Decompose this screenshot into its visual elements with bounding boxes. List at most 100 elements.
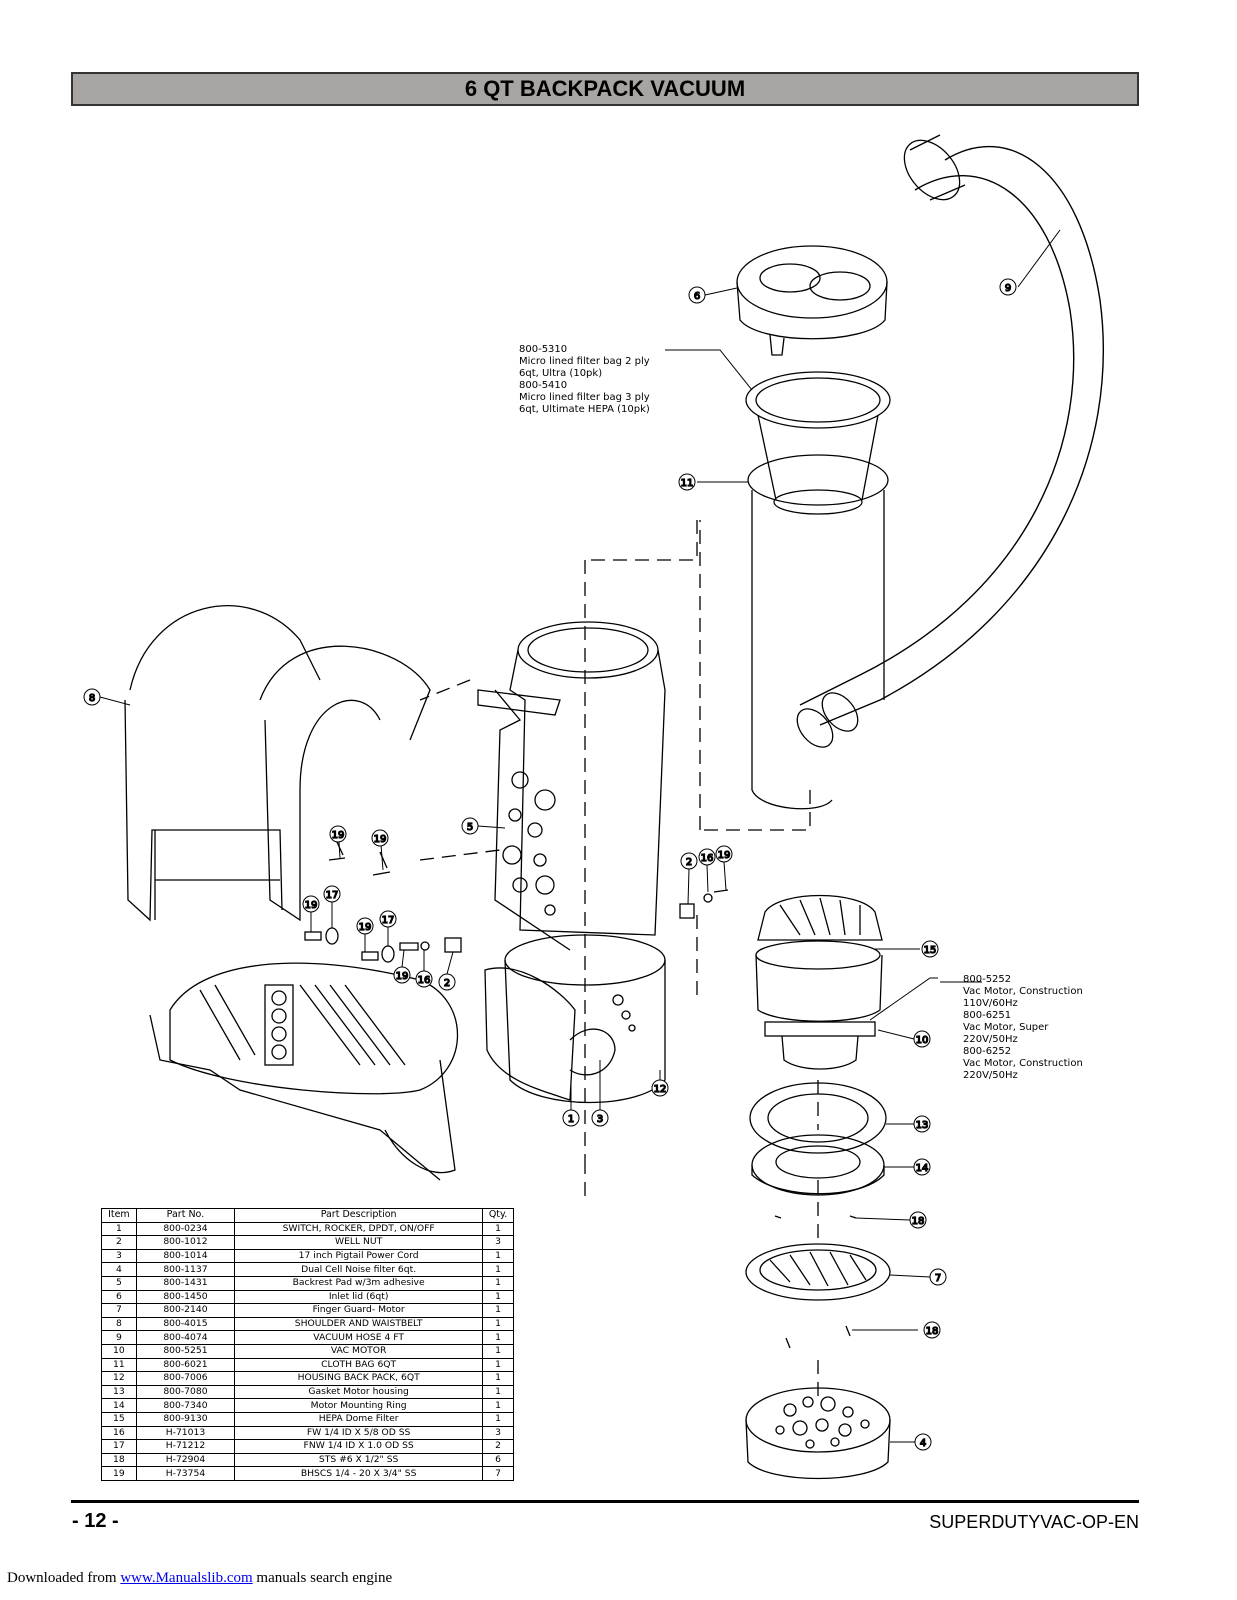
qty-cell: 3 (482, 1235, 514, 1250)
header-qty: Qty. (482, 1208, 514, 1223)
svg-text:10: 10 (916, 1035, 929, 1046)
svg-text:13: 13 (916, 1120, 929, 1131)
page-number: - 12 - (72, 1510, 119, 1532)
qty-cell: 1 (482, 1262, 514, 1277)
description-cell: Backrest Pad w/3m adhesive (234, 1275, 484, 1291)
part-no-cell: 800-1137 (135, 1262, 236, 1277)
callout-15: 15 (921, 940, 939, 958)
part-no-cell: 800-0234 (135, 1221, 236, 1237)
svg-text:16: 16 (701, 853, 714, 864)
part-no-cell: 800-4015 (135, 1316, 236, 1332)
qty-cell: 1 (482, 1221, 514, 1237)
filter-bag-drawing (745, 371, 891, 515)
finger-guard-drawing (745, 1243, 891, 1349)
description-cell: FW 1/4 ID X 5/8 OD SS (234, 1425, 484, 1441)
svg-text:9: 9 (1005, 283, 1011, 294)
svg-text:4: 4 (920, 1438, 926, 1449)
cloth-bag-drawing (747, 454, 889, 810)
svg-text:14: 14 (916, 1163, 929, 1174)
header-item: Item (101, 1208, 137, 1223)
callout-13: 13 (913, 1115, 931, 1133)
callout-14: 14 (913, 1158, 931, 1176)
svg-text:19: 19 (374, 834, 387, 845)
callout-17a: 17 (323, 885, 341, 903)
part-no-cell: 800-1450 (135, 1289, 236, 1305)
qty-cell: 1 (482, 1343, 514, 1359)
part-no-cell: H-73754 (135, 1466, 236, 1481)
part-no-cell: 800-4074 (135, 1330, 236, 1345)
callout-19a: 19 (329, 825, 347, 843)
callout-19d: 19 (356, 917, 374, 935)
description-cell: Gasket Motor housing (234, 1384, 484, 1400)
housing-drawing (477, 621, 666, 1104)
description-cell: HOUSING BACK PACK, 6QT (234, 1371, 484, 1386)
item-cell: 8 (101, 1316, 137, 1332)
part-no-cell: H-71013 (135, 1425, 236, 1441)
qty-cell: 1 (482, 1384, 514, 1400)
header-description: Part Description (234, 1208, 484, 1223)
motor-note: 800-5252 Vac Motor, Construction 110V/60… (963, 974, 1083, 1081)
exploded-parts-diagram: 6 9 11 8 5 19 19 19 17 19 17 19 16 2 2 1… (83, 134, 1104, 1480)
manualslib-link[interactable]: www.Manualslib.com (120, 1570, 253, 1586)
callout-1: 1 (562, 1109, 580, 1127)
qty-cell: 3 (482, 1425, 514, 1441)
qty-cell: 1 (482, 1357, 514, 1373)
item-cell: 16 (101, 1425, 137, 1441)
callout-markers: 6 9 11 8 5 19 19 19 17 19 17 19 16 2 2 1… (83, 278, 1017, 1451)
part-no-cell: 800-7080 (135, 1384, 236, 1400)
callout-6: 6 (688, 286, 706, 304)
item-cell: 3 (101, 1248, 137, 1264)
footer-rule (71, 1500, 1139, 1503)
callout-3: 3 (591, 1109, 609, 1127)
svg-text:5: 5 (467, 822, 473, 833)
svg-text:19: 19 (396, 971, 409, 982)
download-prefix: Downloaded from (7, 1570, 121, 1586)
item-cell: 13 (101, 1384, 137, 1400)
svg-text:17: 17 (326, 890, 339, 901)
callout-2a: 2 (438, 973, 456, 991)
svg-text:7: 7 (935, 1273, 941, 1284)
qty-cell: 2 (482, 1439, 514, 1454)
callout-8: 8 (83, 688, 101, 706)
part-no-cell: 800-6021 (135, 1357, 236, 1373)
qty-cell: 1 (482, 1248, 514, 1264)
description-cell: WELL NUT (234, 1235, 484, 1250)
item-cell: 5 (101, 1275, 137, 1291)
description-cell: HEPA Dome Filter (234, 1411, 484, 1427)
description-cell: STS #6 X 1/2" SS (234, 1452, 484, 1468)
parts-table-header: Item Part No. Part Description Qty. (101, 1208, 514, 1223)
callout-5: 5 (461, 817, 479, 835)
description-cell: Inlet lid (6qt) (234, 1289, 484, 1305)
qty-cell: 6 (482, 1452, 514, 1468)
qty-cell: 1 (482, 1398, 514, 1413)
callout-11: 11 (678, 473, 696, 491)
callout-19e: 19 (393, 966, 411, 984)
svg-text:6: 6 (694, 291, 700, 302)
item-cell: 1 (101, 1221, 137, 1237)
svg-text:19: 19 (332, 830, 345, 841)
callout-16a: 16 (415, 970, 433, 988)
callout-16b: 16 (698, 848, 716, 866)
description-cell: FNW 1/4 ID X 1.0 OD SS (234, 1439, 484, 1454)
header-part-no: Part No. (135, 1208, 236, 1223)
qty-cell: 1 (482, 1275, 514, 1291)
description-cell: Dual Cell Noise filter 6qt. (234, 1262, 484, 1277)
description-cell: VACUUM HOSE 4 FT (234, 1330, 484, 1345)
qty-cell: 1 (482, 1316, 514, 1332)
